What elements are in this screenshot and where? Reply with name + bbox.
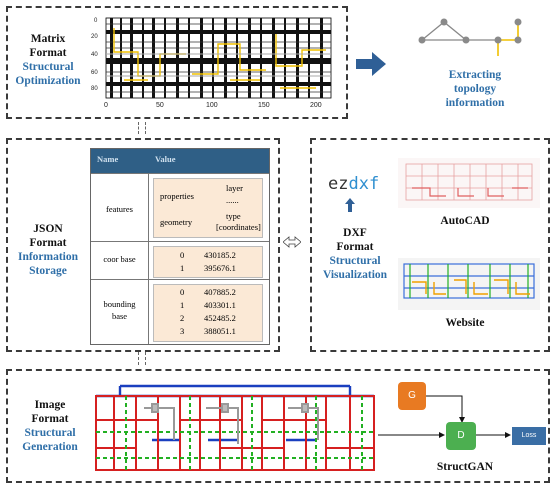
- matrix-y-tick-40: 40: [91, 52, 98, 58]
- dxf-title: DXF Format Structural Visualization: [318, 226, 392, 282]
- discriminator-label: D: [457, 430, 465, 441]
- matrix-x-tick-50: 50: [156, 102, 164, 109]
- ezdxf-dxf: dxf: [348, 174, 380, 194]
- generator-box: G: [398, 382, 426, 410]
- dxf-sub-line1: Structural: [329, 255, 381, 267]
- bound-val-1: 403301.1: [204, 300, 236, 310]
- features-box: properties layer ...... geometry type [c…: [153, 178, 263, 238]
- matrix-x-ticks: 0 50 100 150 200: [104, 102, 322, 109]
- topology-line1: Extracting: [448, 69, 502, 81]
- matrix-title-line1: Matrix: [30, 33, 66, 45]
- matrix-grid: [106, 18, 331, 98]
- matrix-title-line2: Format: [29, 47, 67, 59]
- table-row-bounding-base: bounding base 0 407885.2 1 403301.1 2 45…: [91, 279, 269, 344]
- bounding-label: bounding base: [91, 298, 148, 322]
- topology-graph: [418, 18, 522, 56]
- layer-label: layer: [226, 183, 243, 193]
- bound-val-0: 407885.2: [204, 287, 236, 297]
- dots-label: ......: [226, 195, 239, 205]
- header-name: Name: [97, 154, 119, 164]
- dxf-panel: [310, 138, 550, 352]
- dxf-title-line2: Format: [336, 241, 374, 253]
- matrix-x-tick-100: 100: [206, 102, 218, 109]
- matrix-plot: 0 20 40 60 80 0 50 100 150 200: [91, 17, 332, 109]
- matrix-x-tick-200: 200: [310, 102, 322, 109]
- website-label: Website: [445, 317, 485, 329]
- table-divider: [148, 173, 149, 344]
- json-table-header: Name Value: [91, 149, 269, 173]
- structgan-label: StructGAN: [436, 461, 494, 473]
- matrix-x-tick-150: 150: [258, 102, 270, 109]
- matrix-title: Matrix Format Structural Optimization: [8, 32, 88, 88]
- bound-idx-1: 1: [180, 300, 185, 310]
- json-sub-line2: Storage: [29, 265, 67, 277]
- coor-idx-1: 1: [180, 263, 185, 273]
- up-arrow-icon: [345, 198, 355, 212]
- image-title: Image Format Structural Generation: [10, 398, 90, 454]
- matrix-y-tick-0: 0: [94, 18, 98, 24]
- image-sub-line2: Generation: [22, 441, 78, 453]
- json-sub-line1: Information: [17, 251, 79, 263]
- gan-arrows: [378, 395, 511, 438]
- structure-plan: [95, 384, 375, 471]
- matrix-y-ticks: 0 20 40 60 80: [91, 18, 98, 92]
- image-panel: [6, 369, 550, 483]
- json-title: JSON Format Information Storage: [10, 222, 86, 278]
- matrix-y-tick-20: 20: [91, 34, 98, 40]
- double-arrow-icon: [283, 236, 301, 248]
- dxf-sub-line2: Visualization: [322, 269, 388, 281]
- loss-box: Loss: [512, 427, 546, 445]
- bound-idx-2: 2: [180, 313, 185, 323]
- ezdxf-ez: ez: [328, 174, 349, 194]
- generator-label: G: [408, 390, 416, 401]
- connector-icon-top: [138, 122, 146, 134]
- coor-base-label: coor base: [103, 254, 136, 264]
- matrix-sub-line1: Structural: [22, 61, 74, 73]
- autocad-label: AutoCAD: [440, 215, 490, 227]
- bound-val-2: 452485.2: [204, 313, 236, 323]
- coor-val-1: 395676.1: [204, 263, 236, 273]
- geometry-label: geometry: [160, 217, 193, 227]
- right-arrow-icon: [356, 52, 386, 76]
- bound-idx-0: 0: [180, 287, 185, 297]
- image-sub-line1: Structural: [24, 427, 76, 439]
- loss-label: Loss: [521, 432, 537, 439]
- dxf-title-line1: DXF: [343, 227, 367, 239]
- bounding-base-box: 0 407885.2 1 403301.1 2 452485.2 3 38805…: [153, 284, 263, 342]
- coor-idx-0: 0: [180, 250, 185, 260]
- bound-val-3: 388051.1: [204, 326, 236, 336]
- autocad-preview: [398, 158, 540, 208]
- matrix-x-tick-0: 0: [104, 102, 108, 109]
- json-table: Name Value features properties layer ...…: [90, 148, 270, 345]
- table-row-features: features properties layer ...... geometr…: [91, 173, 269, 242]
- website-preview: [398, 258, 540, 310]
- bounding-label-line2: base: [111, 311, 128, 321]
- bounding-label-line1: bounding: [103, 299, 136, 309]
- topology-line3: information: [445, 97, 505, 109]
- topology-line2: topology: [453, 83, 497, 95]
- features-label: features: [106, 204, 133, 214]
- json-title-line2: Format: [29, 237, 67, 249]
- matrix-sub-line2: Optimization: [15, 75, 81, 87]
- coor-val-0: 430185.2: [204, 250, 236, 260]
- header-value: Value: [155, 154, 176, 164]
- matrix-panel: [6, 6, 348, 119]
- coordinates-label: [coordinates]: [216, 222, 261, 232]
- properties-label: properties: [160, 191, 194, 201]
- discriminator-box: D: [446, 422, 476, 450]
- connector-icon-bottom: [138, 352, 146, 365]
- matrix-y-tick-60: 60: [91, 70, 98, 76]
- type-label: type: [226, 211, 241, 221]
- json-panel: [6, 138, 280, 352]
- topology-caption: Extracting topology information: [420, 68, 530, 110]
- bound-idx-3: 3: [180, 326, 185, 336]
- json-title-line1: JSON: [33, 223, 63, 235]
- matrix-y-tick-80: 80: [91, 86, 98, 92]
- table-row-coor-base: coor base 0 430185.2 1 395676.1: [91, 241, 269, 280]
- ezdxf-logo: ezdxf: [328, 174, 379, 194]
- image-title-line2: Format: [31, 413, 69, 425]
- coor-base-box: 0 430185.2 1 395676.1: [153, 246, 263, 278]
- image-title-line1: Image: [34, 399, 66, 411]
